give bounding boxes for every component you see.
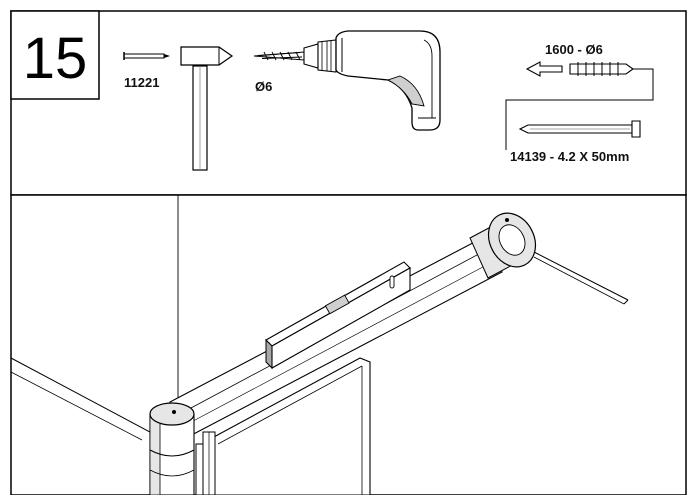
power-drill-icon (303, 30, 441, 131)
wall-plug-label: 1600 - Ø6 (545, 42, 603, 57)
left-arrow-icon (525, 61, 563, 77)
tools-panel: 15 11221 Ø6 (10, 10, 687, 196)
connector-line (505, 68, 654, 150)
glass-profile (195, 431, 216, 495)
nail-icon (123, 52, 170, 60)
drill-size-label: Ø6 (255, 79, 272, 94)
corner-post (149, 402, 195, 495)
step-number-box (10, 10, 100, 100)
screw-label: 14139 - 4.2 X 50mm (510, 149, 629, 164)
wall-plug-icon (569, 62, 634, 76)
spirit-level (265, 261, 411, 370)
step-number: 15 (23, 26, 88, 91)
assembly-illustration (10, 194, 687, 495)
wall-bracket (469, 212, 537, 279)
nail-code-label: 11221 (124, 75, 159, 90)
screw-icon (518, 120, 641, 138)
hammer-icon (180, 46, 234, 171)
